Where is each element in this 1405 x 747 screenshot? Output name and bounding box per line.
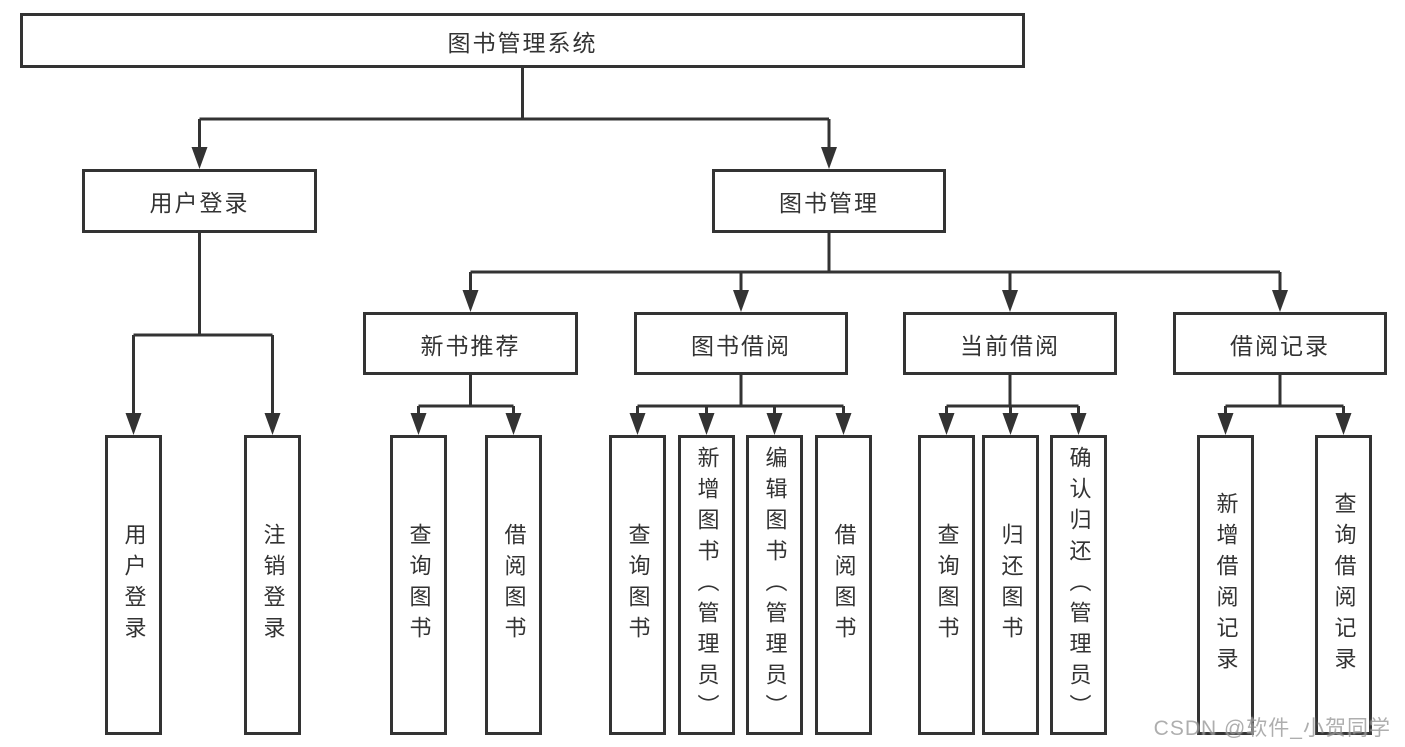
node-root-label: 图书管理系统 — [447, 29, 598, 56]
leaf-borrow-add-books-admin: 新增图书（管理员） — [678, 435, 735, 735]
leaf-borrow-add-books-admin-label: 新增图书（管理员） — [694, 445, 720, 725]
leaf-borrow-query-books-label: 查询图书 — [625, 523, 651, 647]
node-current-borrow-label: 当前借阅 — [960, 332, 1060, 359]
node-user-login: 用户登录 — [82, 169, 317, 233]
leaf-borrow-edit-books-admin-label: 编辑图书（管理员） — [762, 445, 788, 725]
leaf-records-add-record: 新增借阅记录 — [1197, 435, 1254, 735]
leaf-logout: 注销登录 — [244, 435, 301, 735]
leaf-current-confirm-return-admin-label: 确认归还（管理员） — [1066, 445, 1092, 725]
node-root-system: 图书管理系统 — [20, 13, 1025, 68]
leaf-records-query-record-label: 查询借阅记录 — [1331, 492, 1357, 678]
leaf-borrow-query-books: 查询图书 — [609, 435, 666, 735]
leaf-borrow-borrow-books-label: 借阅图书 — [831, 523, 857, 647]
leaf-current-return-books-label: 归还图书 — [998, 523, 1024, 647]
leaf-newrec-query-books-label: 查询图书 — [406, 523, 432, 647]
leaf-newrec-query-books: 查询图书 — [390, 435, 447, 735]
leaf-records-add-record-label: 新增借阅记录 — [1213, 492, 1239, 678]
leaf-borrow-borrow-books: 借阅图书 — [815, 435, 872, 735]
node-new-book-recommend-label: 新书推荐 — [420, 332, 521, 359]
leaf-user-login: 用户登录 — [105, 435, 162, 735]
leaf-current-return-books: 归还图书 — [982, 435, 1039, 735]
leaf-borrow-edit-books-admin: 编辑图书（管理员） — [746, 435, 803, 735]
leaf-records-query-record: 查询借阅记录 — [1315, 435, 1372, 735]
leaf-logout-label: 注销登录 — [260, 523, 286, 647]
leaf-current-confirm-return-admin: 确认归还（管理员） — [1050, 435, 1107, 735]
node-book-borrow: 图书借阅 — [634, 312, 848, 375]
node-book-borrow-label: 图书借阅 — [691, 332, 791, 359]
node-borrow-records-label: 借阅记录 — [1230, 332, 1330, 359]
node-new-book-recommend: 新书推荐 — [363, 312, 578, 375]
leaf-current-query-books: 查询图书 — [918, 435, 975, 735]
node-borrow-records: 借阅记录 — [1173, 312, 1387, 375]
csdn-watermark: CSDN @软件_小贺同学 — [1153, 717, 1391, 740]
leaf-current-query-books-label: 查询图书 — [934, 523, 960, 647]
node-book-management-label: 图书管理 — [779, 190, 879, 216]
leaf-newrec-borrow-books-label: 借阅图书 — [501, 523, 527, 647]
node-user-login-label: 用户登录 — [149, 190, 250, 216]
leaf-newrec-borrow-books: 借阅图书 — [485, 435, 542, 735]
leaf-user-login-label: 用户登录 — [121, 523, 147, 647]
node-current-borrow: 当前借阅 — [903, 312, 1117, 375]
node-book-management: 图书管理 — [712, 169, 946, 233]
